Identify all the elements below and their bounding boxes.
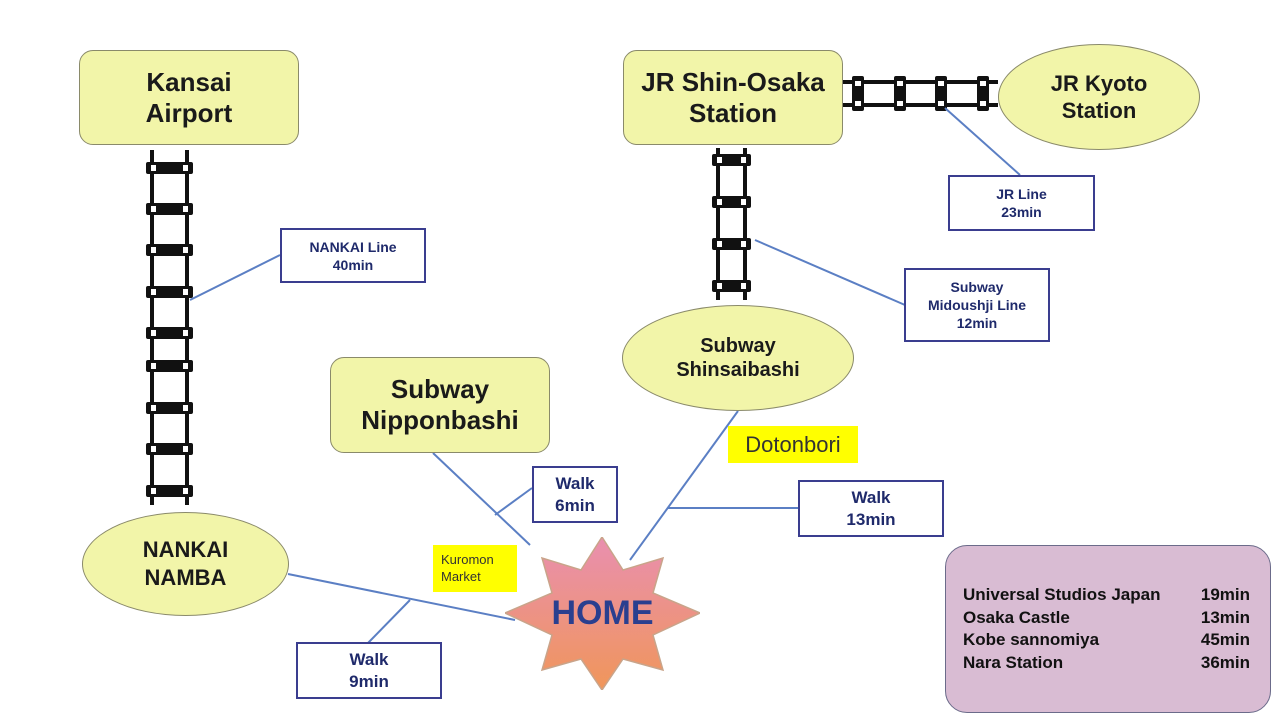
home-label: HOME <box>551 594 654 632</box>
railway-track-midoushji <box>712 148 751 300</box>
destination-time: 45min <box>1200 630 1250 649</box>
destination-time: 36min <box>1200 652 1250 672</box>
walk-route-nipponbashi <box>432 452 531 546</box>
railway-track-jr <box>843 76 998 111</box>
walk-9min-pointer <box>367 599 411 644</box>
destination-row: Kobe sannomiya 45min <box>963 629 1250 652</box>
jr-label-pointer <box>944 107 1021 176</box>
destination-row: Universal Studios Japan 19min <box>963 584 1250 607</box>
destination-time: 13min <box>1200 607 1250 627</box>
midoushji-label-pointer <box>754 239 906 306</box>
railway-track-nankai <box>146 150 193 505</box>
destination-row: Nara Station 36min <box>963 652 1250 675</box>
walk-route-namba <box>287 573 516 621</box>
place-dotonbori: Dotonbori <box>728 426 858 463</box>
nankai-label-pointer <box>189 254 281 301</box>
walk-6min-pointer <box>494 487 533 516</box>
walk-route-shinsaibashi <box>629 410 739 561</box>
destination-time: 19min <box>1200 585 1250 604</box>
destination-name: Osaka Castle <box>963 607 1070 627</box>
destination-name: Nara Station <box>963 652 1064 672</box>
destination-row: Osaka Castle 13min <box>963 607 1250 630</box>
destination-name: Kobe sannomiya <box>963 630 1100 649</box>
home-marker: HOME <box>503 535 702 692</box>
destination-name: Universal Studios Japan <box>963 585 1161 604</box>
